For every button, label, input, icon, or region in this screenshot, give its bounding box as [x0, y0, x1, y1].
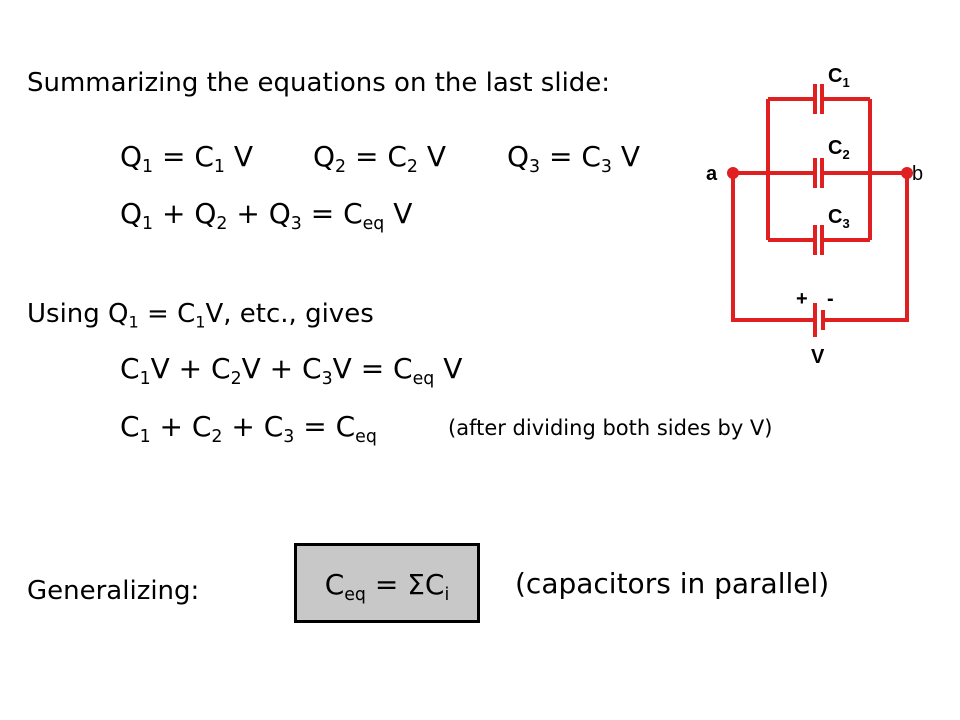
result-box: Ceq = ΣCi — [294, 543, 480, 623]
label-node-a: a — [706, 163, 718, 185]
equation-charge-sum: Q1 + Q2 + Q3 = Ceq V — [120, 197, 413, 235]
capacitor-c2 — [813, 158, 824, 188]
capacitor-c1 — [813, 84, 824, 114]
result-formula: Ceq = ΣCi — [324, 568, 450, 606]
label-c1: C1 — [828, 65, 850, 90]
equation-c-sum: C1 + C2 + C3 = Ceq — [120, 410, 377, 448]
equation-cv-sum: C1V + C2V + C3V = Ceq V — [120, 352, 463, 390]
dividing-note: (after dividing both sides by V) — [448, 416, 773, 440]
circuit-wires — [731, 97, 909, 322]
using-text: Using Q1 = C1V, etc., gives — [27, 299, 374, 332]
outer-wire — [731, 173, 813, 322]
equation-q1: Q1 = C1 V — [120, 140, 254, 178]
battery-symbol — [813, 303, 825, 337]
label-plus: + — [796, 288, 808, 310]
parallel-note: (capacitors in parallel) — [515, 567, 830, 600]
label-minus: - — [827, 288, 834, 310]
equation-q3: Q3 = C3 V — [507, 140, 641, 178]
capacitor-c3 — [813, 225, 824, 255]
outer-wire-right — [824, 173, 909, 322]
label-node-b: b — [912, 163, 923, 185]
node-b-dot — [901, 167, 913, 179]
label-c3: C3 — [828, 206, 850, 231]
generalizing-label: Generalizing: — [27, 576, 200, 606]
heading: Summarizing the equations on the last sl… — [27, 68, 611, 98]
node-a-dot — [727, 167, 739, 179]
label-battery-v: V — [811, 346, 825, 368]
label-c2: C2 — [828, 137, 850, 162]
equation-q2: Q2 = C2 V — [313, 140, 447, 178]
